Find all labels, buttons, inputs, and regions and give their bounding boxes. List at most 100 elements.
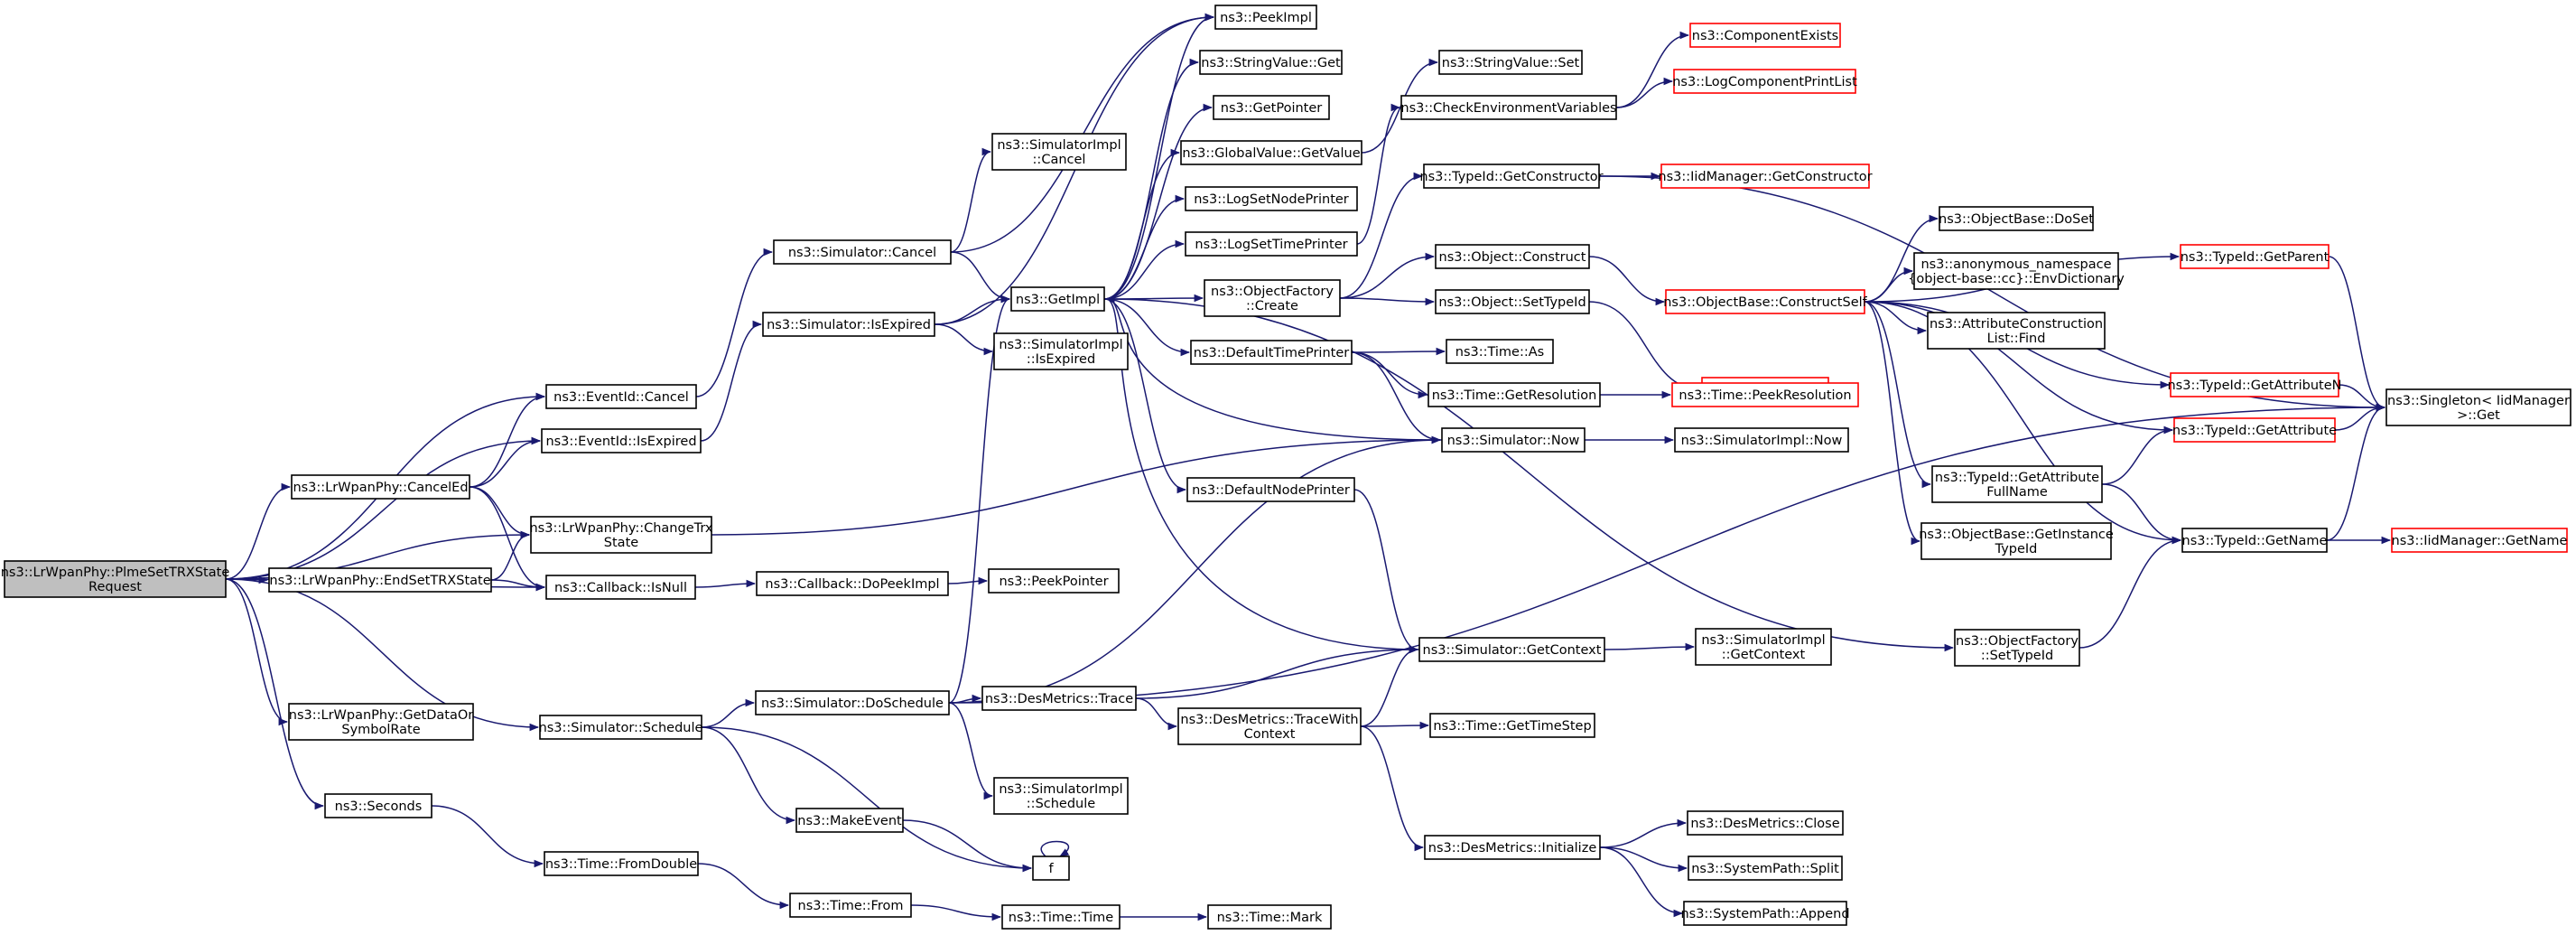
node-label: ns3::LrWpanPhy::EndSetTRXState — [269, 574, 490, 588]
node-end-set-trx-state[interactable]: ns3::LrWpanPhy::EndSetTRXState — [268, 567, 492, 593]
node-label: ns3::Time::PeekResolution — [1679, 388, 1851, 403]
node-time-mark[interactable]: ns3::Time::Mark — [1207, 904, 1332, 930]
node-seconds[interactable]: ns3::Seconds — [324, 793, 432, 818]
edge-get-impl-to-default-node-printer — [1103, 298, 1187, 494]
node-simulator-get-context[interactable]: ns3::Simulator::GetContext — [1418, 637, 1605, 662]
node-type-id-get-constructor[interactable]: ns3::TypeId::GetConstructor — [1419, 164, 1604, 189]
node-label: ns3::anonymous_namespace — [1920, 257, 2111, 272]
edge-get-impl-to-default-time-printer — [1103, 298, 1191, 357]
node-des-metrics-initialize[interactable]: ns3::DesMetrics::Initialize — [1424, 835, 1601, 860]
node-simulator-cancel[interactable]: ns3::Simulator::Cancel — [773, 239, 952, 265]
edge-object-base-construct-self-to-type-id-get-name — [1864, 301, 2182, 545]
node-object-base-do-set[interactable]: ns3::ObjectBase::DoSet — [1939, 206, 2094, 231]
node-log-set-time-printer[interactable]: ns3::LogSetTimePrinter — [1185, 231, 1358, 257]
node-label: ns3::CheckEnvironmentVariables — [1400, 101, 1616, 116]
node-string-value-set[interactable]: ns3::StringValue::Set — [1438, 50, 1583, 75]
node-object-set-type-id[interactable]: ns3::Object::SetTypeId — [1435, 289, 1590, 314]
edge-check-environment-variables-to-log-component-print-list — [1615, 77, 1674, 108]
node-time-from[interactable]: ns3::Time::From — [789, 893, 912, 918]
node-check-environment-variables[interactable]: ns3::CheckEnvironmentVariables — [1400, 95, 1617, 120]
node-iid-manager-get-constructor[interactable]: ns3::IidManager::GetConstructor — [1658, 164, 1873, 189]
node-type-id-get-attribute-n[interactable]: ns3::TypeId::GetAttributeN — [2167, 372, 2342, 397]
node-event-id-is-expired[interactable]: ns3::EventId::IsExpired — [541, 428, 702, 453]
node-des-metrics-close[interactable]: ns3::DesMetrics::Close — [1687, 810, 1844, 836]
edge-default-time-printer-to-simulator-now — [1351, 351, 1442, 444]
node-string-value-get[interactable]: ns3::StringValue::Get — [1199, 50, 1343, 75]
node-system-path-append[interactable]: ns3::SystemPath::Append — [1680, 901, 1850, 926]
node-event-id-cancel[interactable]: ns3::EventId::Cancel — [545, 384, 697, 409]
node-time-get-resolution[interactable]: ns3::Time::GetResolution — [1427, 382, 1601, 407]
edge-cancel-ed-to-event-id-is-expired — [469, 436, 542, 488]
node-label: ns3::Simulator::IsExpired — [767, 318, 931, 332]
node-sim-impl-cancel[interactable]: ns3::SimulatorImpl::Cancel — [991, 133, 1127, 171]
node-simulator-now[interactable]: ns3::Simulator::Now — [1441, 427, 1586, 453]
node-type-id-get-parent[interactable]: ns3::TypeId::GetParent — [2180, 244, 2330, 269]
node-callback-is-null[interactable]: ns3::Callback::IsNull — [545, 575, 696, 600]
node-simulator-schedule[interactable]: ns3::Simulator::Schedule — [539, 715, 703, 740]
node-label: ns3::EventId::IsExpired — [545, 435, 696, 449]
node-log-component-print-list[interactable]: ns3::LogComponentPrintList — [1672, 69, 1857, 94]
node-time-peek-resolution[interactable]: ns3::Time::PeekResolution — [1671, 382, 1859, 407]
node-time-as[interactable]: ns3::Time::As — [1446, 339, 1554, 364]
edge-object-set-type-id-to-object-check — [1588, 301, 1702, 394]
node-label: ns3::ObjectBase::GetInstance — [1919, 528, 2114, 542]
node-label: ns3::SimulatorImpl — [997, 138, 1121, 153]
node-simulator-do-schedule[interactable]: ns3::Simulator::DoSchedule — [755, 690, 950, 715]
node-box — [1939, 206, 2094, 231]
node-singleton-get[interactable]: ns3::Singleton< IidManager>::Get — [2385, 388, 2571, 426]
node-time-from-double[interactable]: ns3::Time::FromDouble — [544, 851, 699, 876]
node-object-factory-set-type-id[interactable]: ns3::ObjectFactory::SetTypeId — [1954, 629, 2080, 667]
node-global-value-get-value[interactable]: ns3::GlobalValue::GetValue — [1180, 140, 1362, 165]
node-get-impl[interactable]: ns3::GetImpl — [1010, 286, 1105, 312]
node-iid-manager-get-name[interactable]: ns3::IidManager::GetName — [2391, 528, 2568, 553]
node-type-id-get-name[interactable]: ns3::TypeId::GetName — [2181, 528, 2328, 553]
node-label: ns3::Callback::IsNull — [554, 581, 687, 595]
node-sim-impl-schedule[interactable]: ns3::SimulatorImpl::Schedule — [993, 777, 1129, 815]
node-default-time-printer[interactable]: ns3::DefaultTimePrinter — [1190, 340, 1353, 365]
edge-object-base-construct-self-to-object-base-get-instance-type-id — [1864, 301, 1921, 546]
node-get-pointer[interactable]: ns3::GetPointer — [1213, 95, 1330, 120]
node-object-base-construct-self[interactable]: ns3::ObjectBase::ConstructSelf — [1663, 289, 1868, 314]
node-callback-do-peek-impl[interactable]: ns3::Callback::DoPeekImpl — [756, 571, 949, 596]
node-simulator-is-expired[interactable]: ns3::Simulator::IsExpired — [762, 312, 935, 337]
node-label: ns3::DesMetrics::Close — [1690, 817, 1839, 831]
node-object-construct[interactable]: ns3::Object::Construct — [1435, 244, 1590, 269]
node-log-set-node-printer[interactable]: ns3::LogSetNodePrinter — [1185, 186, 1358, 211]
node-make-event[interactable]: ns3::MakeEvent — [795, 808, 904, 833]
node-peek-pointer[interactable]: ns3::PeekPointer — [988, 568, 1120, 594]
node-sim-impl-get-context[interactable]: ns3::SimulatorImpl::GetContext — [1695, 628, 1832, 666]
node-label: ns3::ObjectFactory — [1211, 285, 1334, 299]
node-box — [541, 428, 702, 453]
node-label: ::Create — [1246, 299, 1298, 313]
node-f[interactable]: f — [1032, 856, 1070, 881]
edge-des-metrics-trace-with-context-to-simulator-get-context — [1360, 645, 1419, 727]
node-env-dictionary[interactable]: ns3::anonymous_namespace{object-base::cc… — [1908, 252, 2125, 290]
node-default-node-printer[interactable]: ns3::DefaultNodePrinter — [1186, 477, 1355, 502]
node-label: f — [1048, 862, 1054, 876]
node-type-id-get-attribute[interactable]: ns3::TypeId::GetAttribute — [2172, 417, 2337, 443]
node-cancel-ed[interactable]: ns3::LrWpanPhy::CancelEd — [291, 474, 470, 500]
node-time-time[interactable]: ns3::Time::Time — [1001, 904, 1121, 930]
node-time-get-time-step[interactable]: ns3::Time::GetTimeStep — [1429, 713, 1595, 738]
node-label: ns3::SimulatorImpl::Now — [1681, 434, 1843, 448]
node-des-metrics-trace[interactable]: ns3::DesMetrics::Trace — [981, 686, 1137, 711]
edge-simulator-do-schedule-to-singleton-get — [948, 403, 2386, 704]
node-sim-impl-is-expired[interactable]: ns3::SimulatorImpl::IsExpired — [993, 332, 1129, 370]
node-component-exists[interactable]: ns3::ComponentExists — [1689, 23, 1841, 48]
node-box — [545, 575, 696, 600]
node-label: ns3::Time::Time — [1009, 911, 1114, 925]
node-box — [1673, 69, 1856, 94]
node-label: ns3::Simulator::Now — [1447, 434, 1580, 448]
node-sim-impl-now[interactable]: ns3::SimulatorImpl::Now — [1674, 427, 1849, 453]
node-peek-impl[interactable]: ns3::PeekImpl — [1214, 5, 1317, 30]
node-object-factory-create[interactable]: ns3::ObjectFactory::Create — [1204, 279, 1341, 317]
node-system-path-split[interactable]: ns3::SystemPath::Split — [1688, 856, 1843, 881]
node-box — [1683, 901, 1847, 926]
